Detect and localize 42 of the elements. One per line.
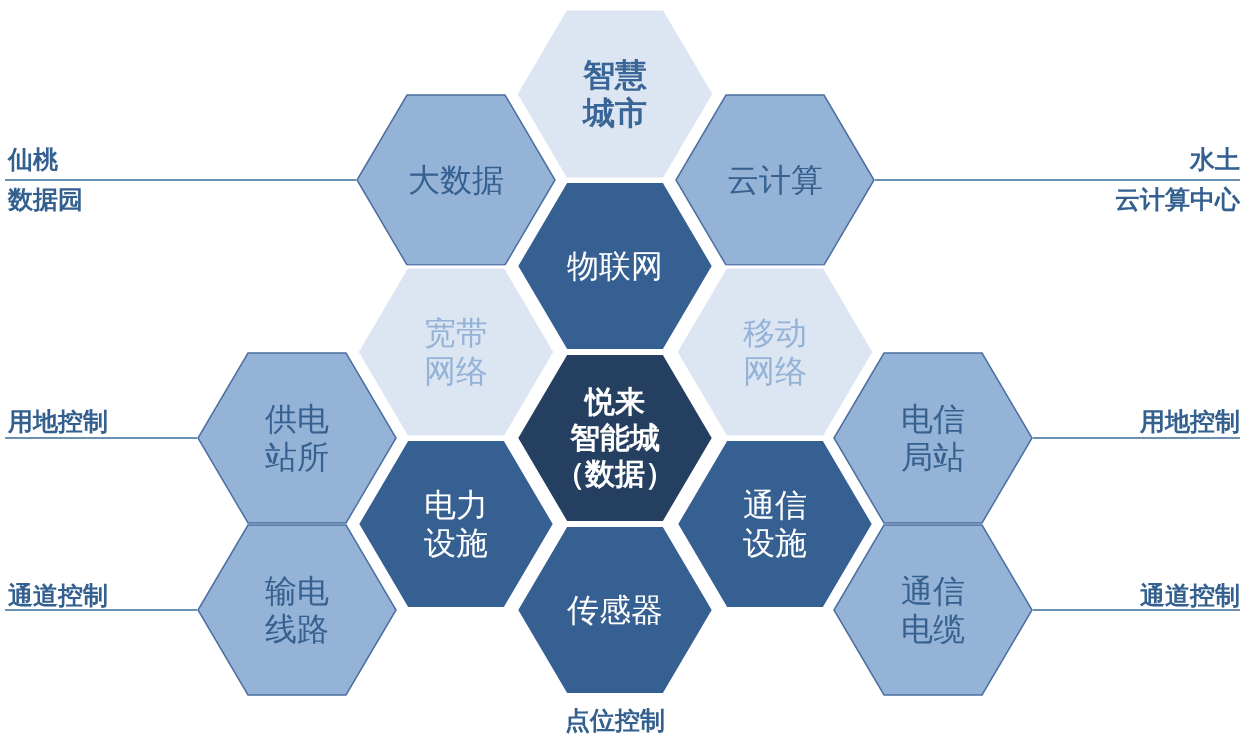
hexagon (356, 438, 556, 610)
hex-label: 云计算 (727, 160, 823, 200)
hexagon (675, 94, 875, 266)
hex-label: 通信设施 (743, 485, 807, 563)
hex-label: 悦来智能城（数据） (555, 384, 675, 492)
side-label: 通道控制 (1140, 579, 1240, 612)
hexagon (356, 94, 556, 266)
note-label: 点位控制 (564, 705, 666, 737)
leader-line (4, 179, 357, 181)
hex-label: 电力设施 (424, 485, 488, 563)
hex-label: 移动网络 (743, 313, 807, 391)
hex-label: 传感器 (567, 590, 663, 630)
hexagon (833, 352, 1033, 524)
hexagon (515, 524, 715, 696)
hexagon (356, 266, 556, 438)
hex-label: 输电线路 (265, 571, 329, 649)
side-label: 用地控制 (8, 405, 108, 438)
hexagon (197, 524, 397, 696)
side-label: 数据园 (8, 183, 83, 216)
hexagon (197, 352, 397, 524)
hexagon (675, 266, 875, 438)
hex-label: 物联网 (567, 246, 663, 286)
hex-label: 电信局站 (901, 399, 965, 477)
hex-label: 供电站所 (265, 399, 329, 477)
leader-line (874, 179, 1241, 181)
hexagon (675, 438, 875, 610)
side-label: 云计算中心 (1115, 183, 1240, 216)
hexagon (515, 8, 715, 180)
hex-label: 大数据 (408, 160, 504, 200)
hex-label: 智慧城市 (583, 55, 647, 133)
hex-label: 通信电缆 (901, 571, 965, 649)
hexagon (515, 180, 715, 352)
side-label: 用地控制 (1140, 405, 1240, 438)
leader-line (1032, 609, 1241, 611)
side-label: 通道控制 (8, 579, 108, 612)
hexagon (833, 524, 1033, 696)
leader-line (4, 609, 198, 611)
hex-label: 宽带网络 (424, 313, 488, 391)
leader-line (4, 437, 198, 439)
side-label: 仙桃 (8, 144, 58, 176)
side-label: 水土 (1190, 144, 1240, 176)
leader-line (1032, 437, 1241, 439)
